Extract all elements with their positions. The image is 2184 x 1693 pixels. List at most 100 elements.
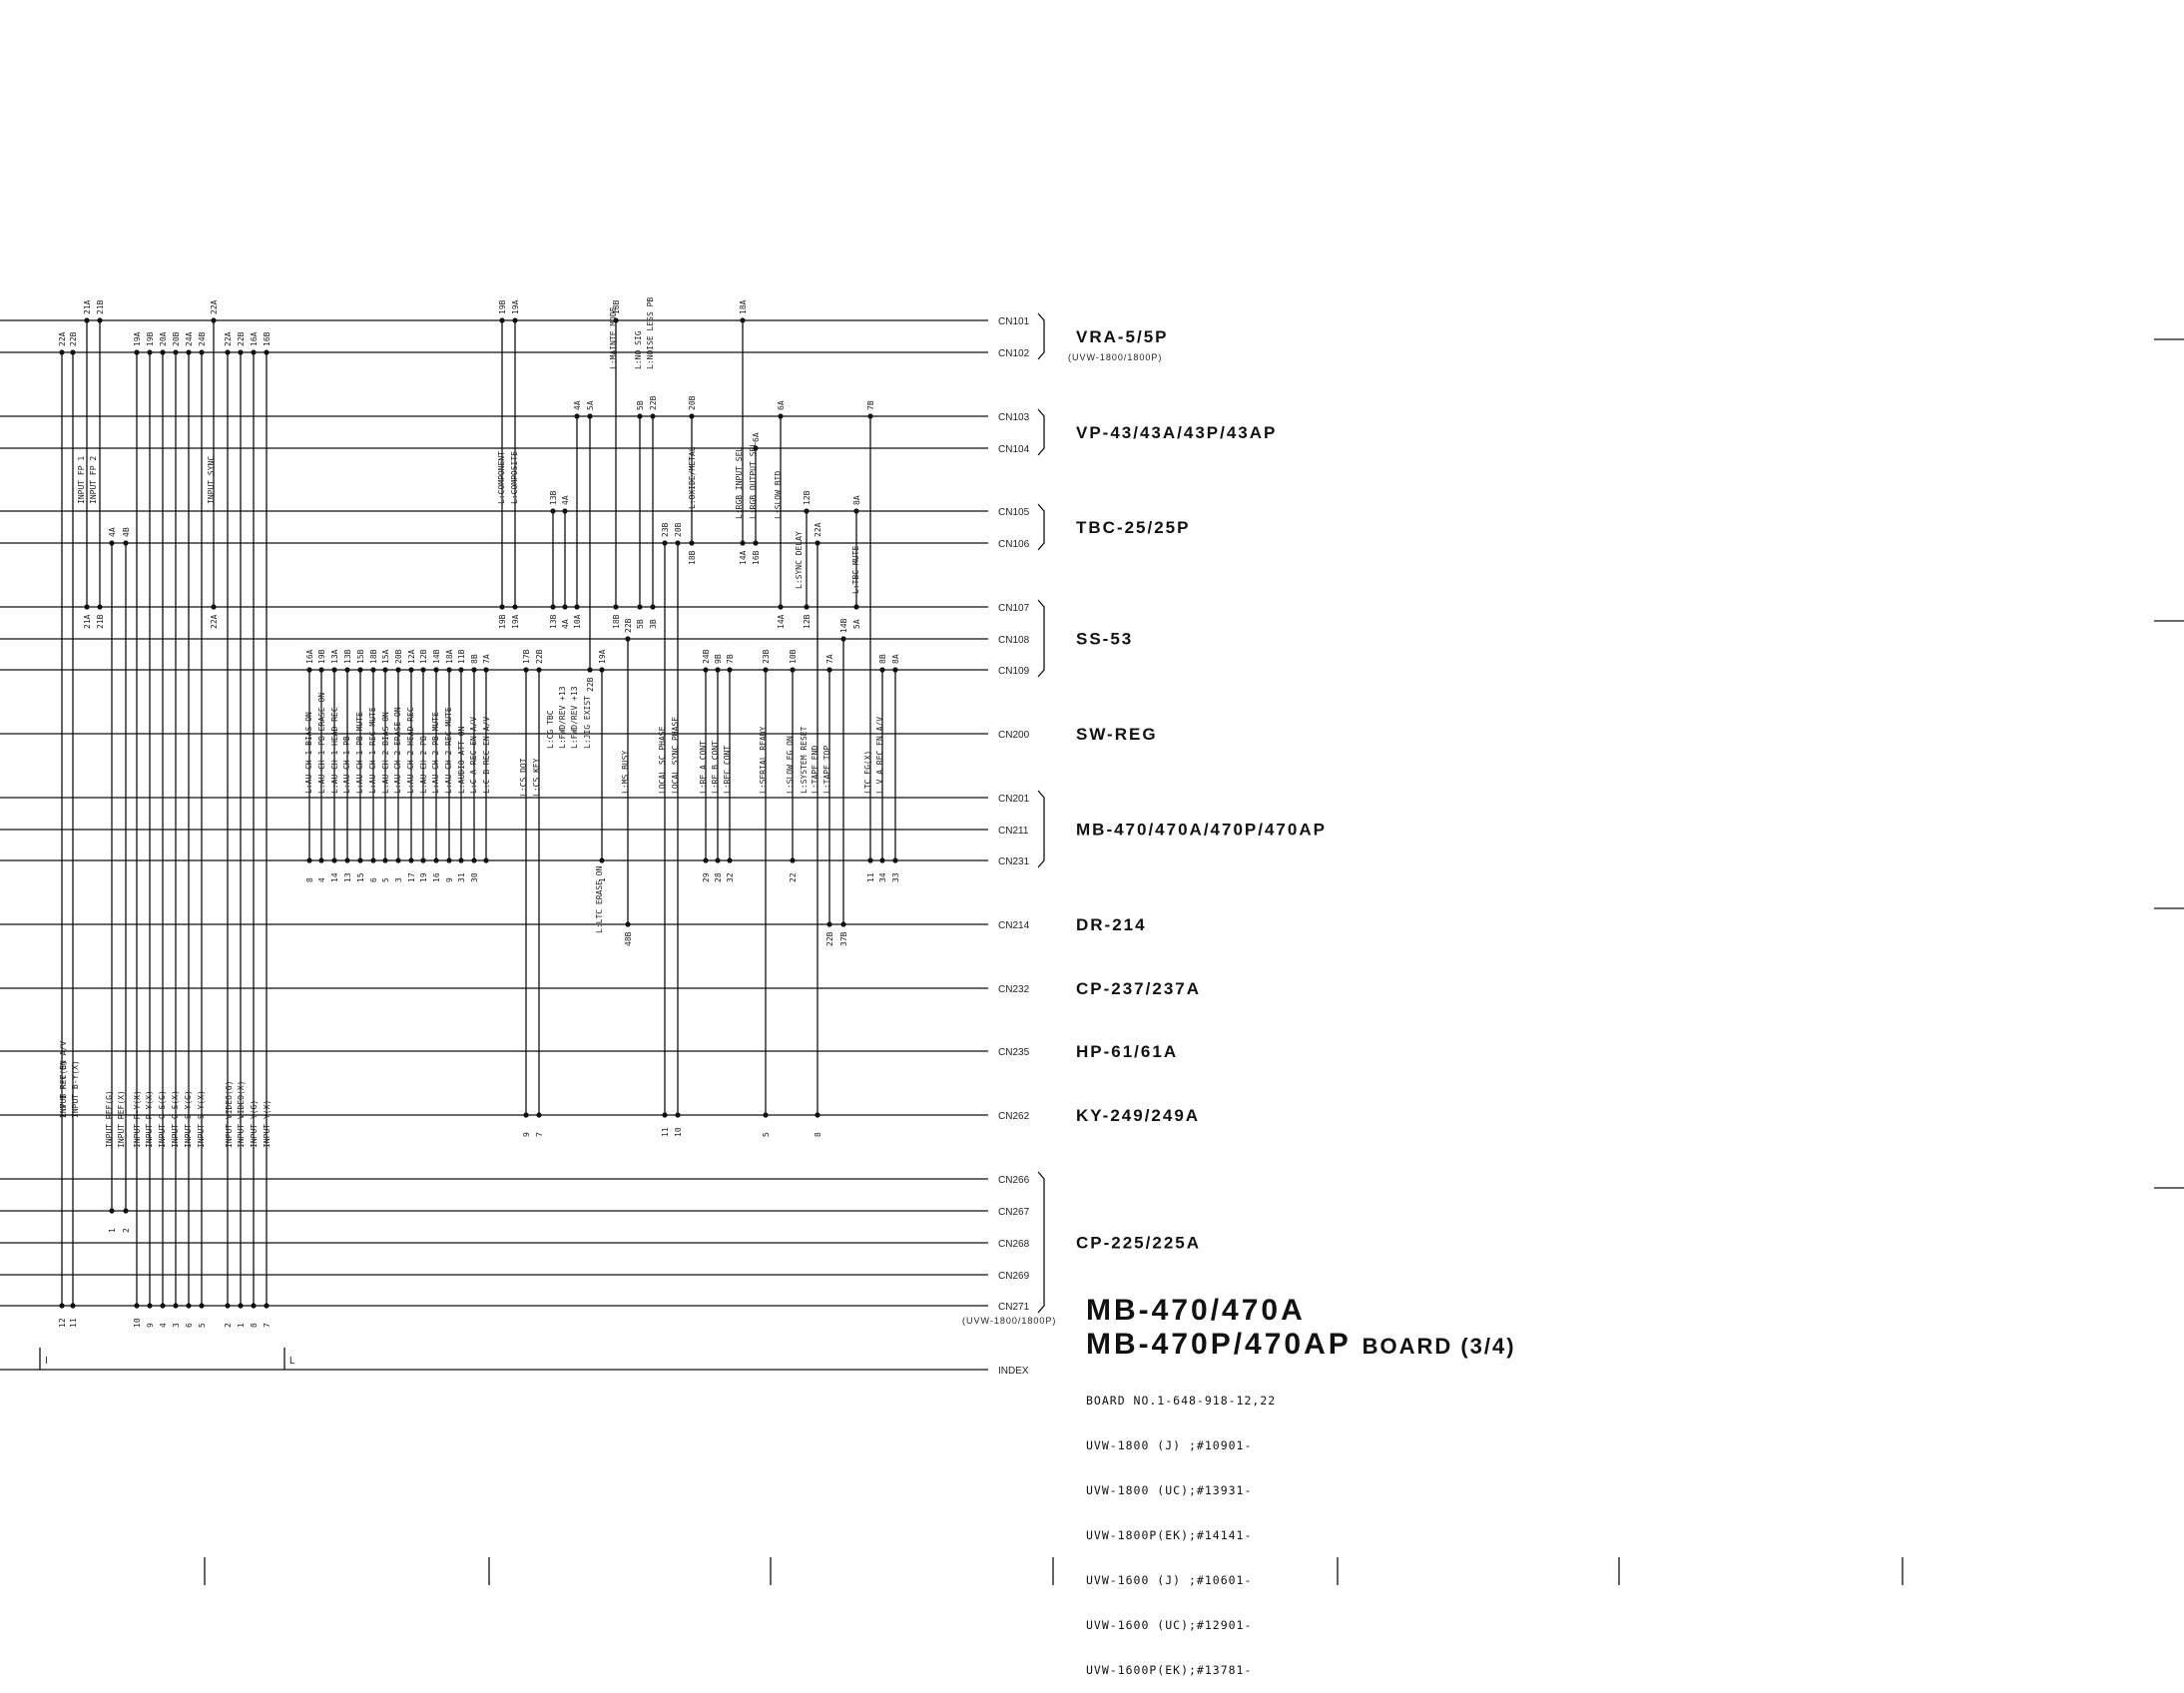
board-serial: UVW-1600 (J) ;#10601- bbox=[1086, 1573, 1253, 1587]
signal-label: L:REC CONT bbox=[723, 746, 732, 794]
junction-dot bbox=[160, 349, 166, 355]
junction-dot bbox=[458, 667, 464, 673]
pin-label: 15B bbox=[356, 649, 365, 664]
pin-label: 22A bbox=[58, 331, 67, 346]
board-name-mb: MB-470/470A/470P/470AP bbox=[1076, 821, 1327, 840]
junction-dot bbox=[370, 667, 376, 673]
junction-dot bbox=[740, 540, 746, 546]
pin-label: 32 bbox=[726, 872, 735, 882]
signal-label: INPUT C-S(X) bbox=[171, 1090, 180, 1148]
signal-label: L:JIG EXIST bbox=[583, 696, 592, 749]
signal-label: L V B REC EN A/V bbox=[59, 1041, 68, 1118]
signal-label: L:TAPE TOP bbox=[822, 746, 831, 794]
pin-label: 19B bbox=[317, 649, 326, 664]
junction-dot bbox=[433, 857, 439, 863]
pin-label: 18B bbox=[612, 614, 621, 629]
pin-label: 34 bbox=[878, 872, 887, 882]
pin-label: 12A bbox=[407, 649, 416, 664]
junction-dot bbox=[173, 349, 179, 355]
signal-label: L:NO SIG bbox=[634, 330, 643, 369]
junction-dot bbox=[199, 349, 205, 355]
junction-dot bbox=[675, 540, 681, 546]
pin-label: 11 bbox=[866, 872, 875, 882]
pin-label: 5 bbox=[381, 877, 390, 882]
signal-label: INPUT R-Y(G) bbox=[59, 1060, 68, 1118]
junction-dot bbox=[499, 317, 505, 323]
signal-label: L:TAPE END bbox=[811, 746, 819, 794]
pin-label: 5B bbox=[636, 400, 645, 410]
junction-dot bbox=[536, 667, 542, 673]
pin-label: 22A bbox=[224, 331, 233, 346]
junction-dot bbox=[382, 667, 388, 673]
brace-tbc bbox=[1037, 503, 1045, 551]
junction-dot bbox=[689, 540, 695, 546]
junction-dot bbox=[471, 667, 477, 673]
signal-label: L:CG TBC bbox=[546, 710, 555, 749]
junction-dot bbox=[408, 667, 414, 673]
junction-dot bbox=[211, 604, 217, 610]
junction-dot bbox=[675, 1112, 681, 1118]
pin-label: 5B bbox=[636, 619, 645, 629]
connector-label-cn267: CN267 bbox=[998, 1207, 1030, 1218]
signal-label: L:AUDIO ATT ON bbox=[457, 726, 466, 794]
pin-label: 5 bbox=[198, 1323, 207, 1328]
pin-label: 14A bbox=[739, 550, 748, 565]
signal-label: L:MS BUSY bbox=[621, 750, 630, 794]
junction-dot bbox=[420, 667, 426, 673]
signal-label: L:AU CH 1 PB bbox=[342, 736, 351, 794]
signal-label: INPUT SYNC bbox=[207, 456, 216, 504]
board-serial: UVW-1800P(EK);#14141- bbox=[1086, 1528, 1253, 1542]
connector-label-cn231: CN231 bbox=[998, 856, 1030, 867]
pin-label: 18B bbox=[612, 299, 621, 314]
junction-dot bbox=[211, 317, 217, 323]
pin-label: 15 bbox=[356, 872, 365, 882]
junction-dot bbox=[357, 857, 363, 863]
board-serial: UVW-1800 (UC);#13931- bbox=[1086, 1483, 1253, 1497]
pin-label: 8B bbox=[878, 654, 887, 664]
connector-label-cn109: CN109 bbox=[998, 666, 1030, 677]
junction-dot bbox=[574, 413, 580, 419]
junction-dot bbox=[264, 349, 270, 355]
junction-dot bbox=[625, 636, 631, 642]
junction-dot bbox=[512, 317, 518, 323]
pin-label: 4A bbox=[573, 400, 582, 410]
pin-label: 6A bbox=[752, 432, 761, 442]
signal-label: L:RGB INPUT SEL bbox=[735, 447, 744, 519]
junction-dot bbox=[84, 604, 90, 610]
pin-label: 12B bbox=[803, 490, 812, 505]
text-layer: CN101CN102CN103CN104CN105CN106CN107CN108… bbox=[45, 297, 1327, 1377]
pin-label: 19B bbox=[498, 299, 507, 314]
signal-label: L:SLOW EG ON bbox=[786, 736, 795, 794]
junction-dot bbox=[160, 1303, 166, 1309]
connector-label-cn201: CN201 bbox=[998, 794, 1030, 805]
pin-label: 9 bbox=[522, 1132, 531, 1137]
pin-label: 22B bbox=[237, 331, 246, 346]
junction-dot bbox=[740, 317, 746, 323]
junction-dot bbox=[512, 604, 518, 610]
pin-label: 2 bbox=[224, 1323, 233, 1328]
pin-label: 20A bbox=[159, 331, 168, 346]
junction-dot bbox=[562, 508, 568, 514]
signal-label: L:CS KEY bbox=[532, 758, 541, 797]
connector-label-cn266: CN266 bbox=[998, 1175, 1030, 1186]
pin-label: 8 bbox=[250, 1323, 259, 1328]
pin-label: 13A bbox=[330, 649, 339, 664]
pin-label: 14B bbox=[432, 649, 441, 664]
junction-dot bbox=[318, 667, 324, 673]
junction-dot bbox=[550, 508, 556, 514]
brace-mb bbox=[1037, 790, 1045, 868]
junction-dot bbox=[70, 349, 76, 355]
signal-label: L V A REC EN A/V bbox=[875, 717, 884, 794]
junction-dot bbox=[599, 667, 605, 673]
signal-label: INPUT B-Y(X) bbox=[71, 1060, 80, 1118]
junction-dot bbox=[109, 1208, 115, 1214]
signal-label: L:MAINTE MODE bbox=[609, 306, 618, 369]
junction-dot bbox=[238, 1303, 244, 1309]
pin-label: 8A bbox=[852, 495, 861, 505]
signal-label: LOCAL SYNC PHASE bbox=[671, 717, 680, 794]
pin-label: 4A bbox=[108, 527, 117, 537]
signal-label: L:SYNC DELAY bbox=[795, 531, 804, 589]
board-info: BOARD NO.1-648-918-12,22 UVW-1800 (J) ;#… bbox=[1086, 1364, 1276, 1693]
junction-dot bbox=[225, 1303, 231, 1309]
junction-dot bbox=[408, 857, 414, 863]
